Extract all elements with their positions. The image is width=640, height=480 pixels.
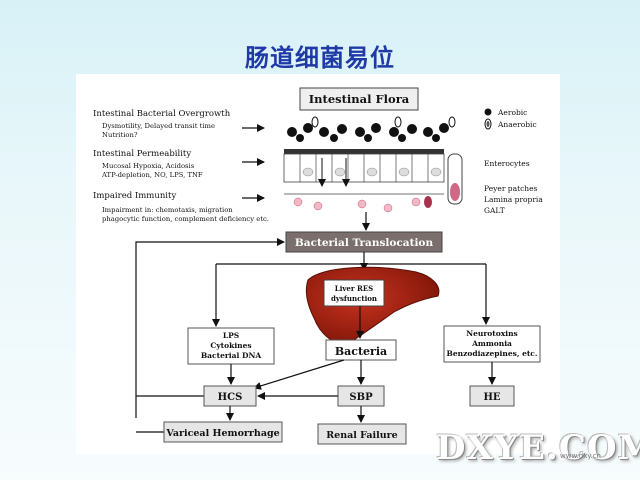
translocation-diagram: Intestinal Flora Aerobic Anaerobic Intes… [93,87,543,445]
permeability-line2: ATP-depletion, NO, LPS, TNF [101,171,203,179]
he-box [469,385,515,407]
overgrowth-line2: Nutrition? [102,131,138,139]
bacterial-translocation-label: Bacterial Translocation [295,237,434,249]
permeability-title: Intestinal Permeability [93,149,191,159]
lps-line1: LPS [223,331,239,340]
liver-res-line1: Liver RES [335,284,373,293]
watermark-logo: DXYE.COM [436,428,640,468]
he-label: HE [483,392,500,403]
diagram-panel: Intestinal Flora Aerobic Anaerobic Intes… [76,74,560,454]
intestinal-flora-box [299,87,419,111]
anaerobic-label: Anaerobic [497,120,537,129]
slide-title: 肠道细菌易位 [245,44,395,72]
permeability-line1: Mucosal Hypoxia, Acidosis [102,162,195,170]
lps-box [187,327,275,365]
renal-failure-box [317,423,407,445]
anaerobic-icon [484,118,492,130]
bacteria-label: Bacteria [335,345,387,358]
lamina-propria-label: Lamina propria [484,195,543,204]
peyer-patches-label: Peyer patches [484,184,538,193]
enterocytes-label: Enterocytes [484,159,530,168]
sbp-label: SBP [349,392,373,403]
watermark-url: www.dxy.cn [560,452,601,460]
lps-line3: Bacterial DNA [201,351,261,360]
immunity-title: Impaired Immunity [93,191,176,201]
bacteria-to-hcs-arrow [253,359,345,390]
aerobic-label: Aerobic [497,108,527,117]
galt-label: GALT [484,206,505,215]
hcs-label: HCS [218,392,243,403]
liver-res-line2: dysfunction [331,294,377,303]
intestine-illustration [283,116,463,213]
variceal-hemorrhage-label: Variceal Hemorrhage [165,428,279,439]
neuro-line3: Benzodiazepines, etc. [447,349,538,358]
immunity-line1: Impairment in: chemotaxis, migration [102,206,233,214]
aerobic-icon [484,108,492,116]
variceal-hemorrhage-box [163,421,283,443]
immunity-line2: phagocytic function, complement deficien… [102,215,269,223]
feedback-loop-arrow [135,238,285,418]
lps-line2: Cytokines [210,341,251,350]
overgrowth-line1: Dysmotility, Delayed transit time [102,122,215,130]
neurotoxins-box [443,325,541,363]
intestinal-flora-label: Intestinal Flora [309,92,410,106]
neuro-line2: Ammonia [471,339,512,348]
renal-failure-label: Renal Failure [326,430,397,441]
liver-res-box [323,279,385,307]
overgrowth-title: Intestinal Bacterial Overgrowth [93,109,231,119]
neuro-line1: Neurotoxins [466,329,518,338]
